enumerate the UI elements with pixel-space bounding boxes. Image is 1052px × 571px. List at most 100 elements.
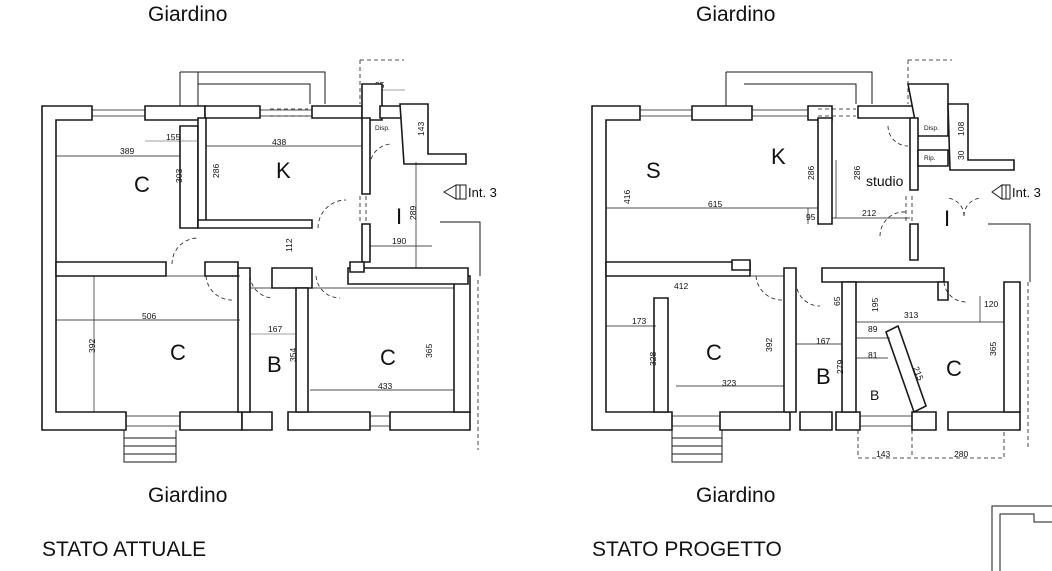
outer-wall-west — [41, 105, 127, 431]
dim-280-project: 280 — [954, 449, 968, 459]
room-bedroom-nw-current: C — [134, 172, 150, 197]
dim-433: 433 — [378, 381, 392, 391]
wall-east-notch — [399, 103, 467, 165]
wall-bottom-1-project — [719, 411, 791, 431]
wall-int-9 — [197, 219, 313, 229]
dim-89-project: 89 — [868, 324, 878, 334]
wall-int-4 — [271, 267, 313, 289]
wall-int-8 — [197, 117, 207, 227]
room-kitchen-project: K — [771, 144, 786, 169]
entrance-label-project: Int. 3 — [1012, 185, 1041, 200]
wall-top-1 — [144, 105, 206, 121]
door-arc-5 — [317, 199, 347, 229]
dim-365-project: 365 — [988, 342, 998, 356]
wall-top-2 — [204, 105, 261, 119]
wall-east-notch-project — [947, 103, 1015, 171]
room-living-project: S — [646, 158, 661, 183]
door-hatch-project — [905, 196, 913, 222]
caption-current: STATO ATTUALE — [42, 538, 206, 561]
entry-steps-current — [123, 430, 177, 463]
wall-int-3-project — [653, 297, 669, 413]
wall-int-1-project — [605, 261, 751, 277]
door-arc-entry-project — [945, 197, 983, 217]
garden-label-bottom-current: Giardino — [148, 484, 227, 507]
windows-top — [92, 109, 312, 117]
wall-int-8-project — [909, 117, 919, 191]
room-bedroom-e-project: C — [946, 356, 962, 381]
balcony-inner — [179, 72, 311, 108]
dim-416-project: 416 — [622, 190, 632, 204]
wall-int-9-project — [909, 223, 919, 261]
dim-615-project: 615 — [708, 199, 722, 209]
wall-int-7-project — [817, 117, 833, 225]
boundary-line-top — [359, 59, 404, 104]
dim-81-project: 81 — [868, 350, 878, 360]
balcony-outline-project — [725, 71, 873, 108]
dim-328-project: 328 — [648, 352, 658, 366]
room-bedroom-se-current: C — [380, 345, 396, 370]
dim-95-project: 95 — [806, 212, 816, 222]
room-storage-current: Disp. — [375, 125, 390, 132]
wall-int-4-project — [783, 267, 797, 413]
caption-project: STATO PROGETTO — [592, 538, 782, 561]
dim-506: 506 — [142, 311, 156, 321]
wall-int-2 — [204, 261, 239, 277]
room-top-lines — [56, 275, 454, 289]
wall-bottom-5-project — [947, 411, 1021, 431]
dim-167: 167 — [268, 324, 282, 334]
dim-412-project: 412 — [674, 281, 688, 291]
dim-30-project: 30 — [956, 150, 966, 160]
dim-303: 303 — [174, 169, 184, 183]
dim-143-project: 143 — [876, 449, 890, 459]
wall-bottom-3 — [287, 411, 371, 431]
door-arc-2 — [205, 275, 233, 301]
wall-int-5-project — [821, 267, 945, 283]
dim-190: 190 — [392, 236, 406, 246]
dim-120-project: 120 — [984, 299, 998, 309]
dim-143: 143 — [416, 122, 426, 136]
wall-bottom-1 — [179, 411, 243, 431]
plan-project: Giardino — [591, 3, 1052, 571]
dim-195-project: 195 — [870, 298, 880, 312]
window-hatch-top — [270, 108, 308, 117]
wall-bottom-4 — [389, 411, 471, 431]
balcony-outline — [180, 71, 326, 104]
wall-int-2-project — [731, 259, 751, 271]
room-hall-current: I — [396, 204, 402, 229]
dim-313-project: 313 — [904, 310, 918, 320]
dim-65-project: 65 — [832, 296, 842, 306]
wall-int-6 — [347, 267, 469, 285]
garden-label-top-project: Giardino — [696, 3, 775, 26]
outer-wall-east-project — [1003, 281, 1021, 413]
dim-289: 289 — [408, 206, 418, 220]
room-bath-2-project: B — [870, 387, 879, 403]
dim-286b-project: 286 — [852, 166, 862, 180]
dim-173-project: 173 — [632, 316, 646, 326]
room-bath-current: B — [267, 352, 282, 377]
wall-top-1-project — [691, 105, 753, 121]
wall-bottom-2-project — [799, 411, 833, 431]
adjacent-drawing-fragment — [991, 505, 1052, 571]
entry-steps-project — [671, 430, 723, 463]
wall-int-12 — [349, 261, 365, 273]
dim-167-project: 167 — [816, 336, 830, 346]
room-bedroom-w-project: C — [706, 340, 722, 365]
garden-label-bottom-project: Giardino — [696, 484, 775, 507]
door-arc-6 — [369, 143, 393, 167]
entrance-arrow-icon-project — [991, 184, 1011, 200]
dim-279-project: 279 — [835, 360, 845, 374]
neighbour-wall — [440, 221, 481, 276]
door-arc-4-project — [879, 211, 907, 237]
dim-392-project: 392 — [764, 338, 774, 352]
interior-hairlines-project — [606, 160, 1004, 387]
boundary-line-top-project — [907, 59, 952, 104]
dim-438: 438 — [272, 137, 286, 147]
garden-label-top-current: Giardino — [148, 3, 227, 26]
plan-current: Giardino 95 — [41, 3, 497, 561]
dim-212-project: 212 — [862, 208, 876, 218]
door-arc-1-project — [755, 275, 783, 301]
windows-top-project — [640, 109, 808, 117]
dim-108-project: 108 — [956, 122, 966, 136]
room-closet-project: Rip. — [924, 155, 936, 162]
wall-int-6-project — [841, 281, 857, 413]
